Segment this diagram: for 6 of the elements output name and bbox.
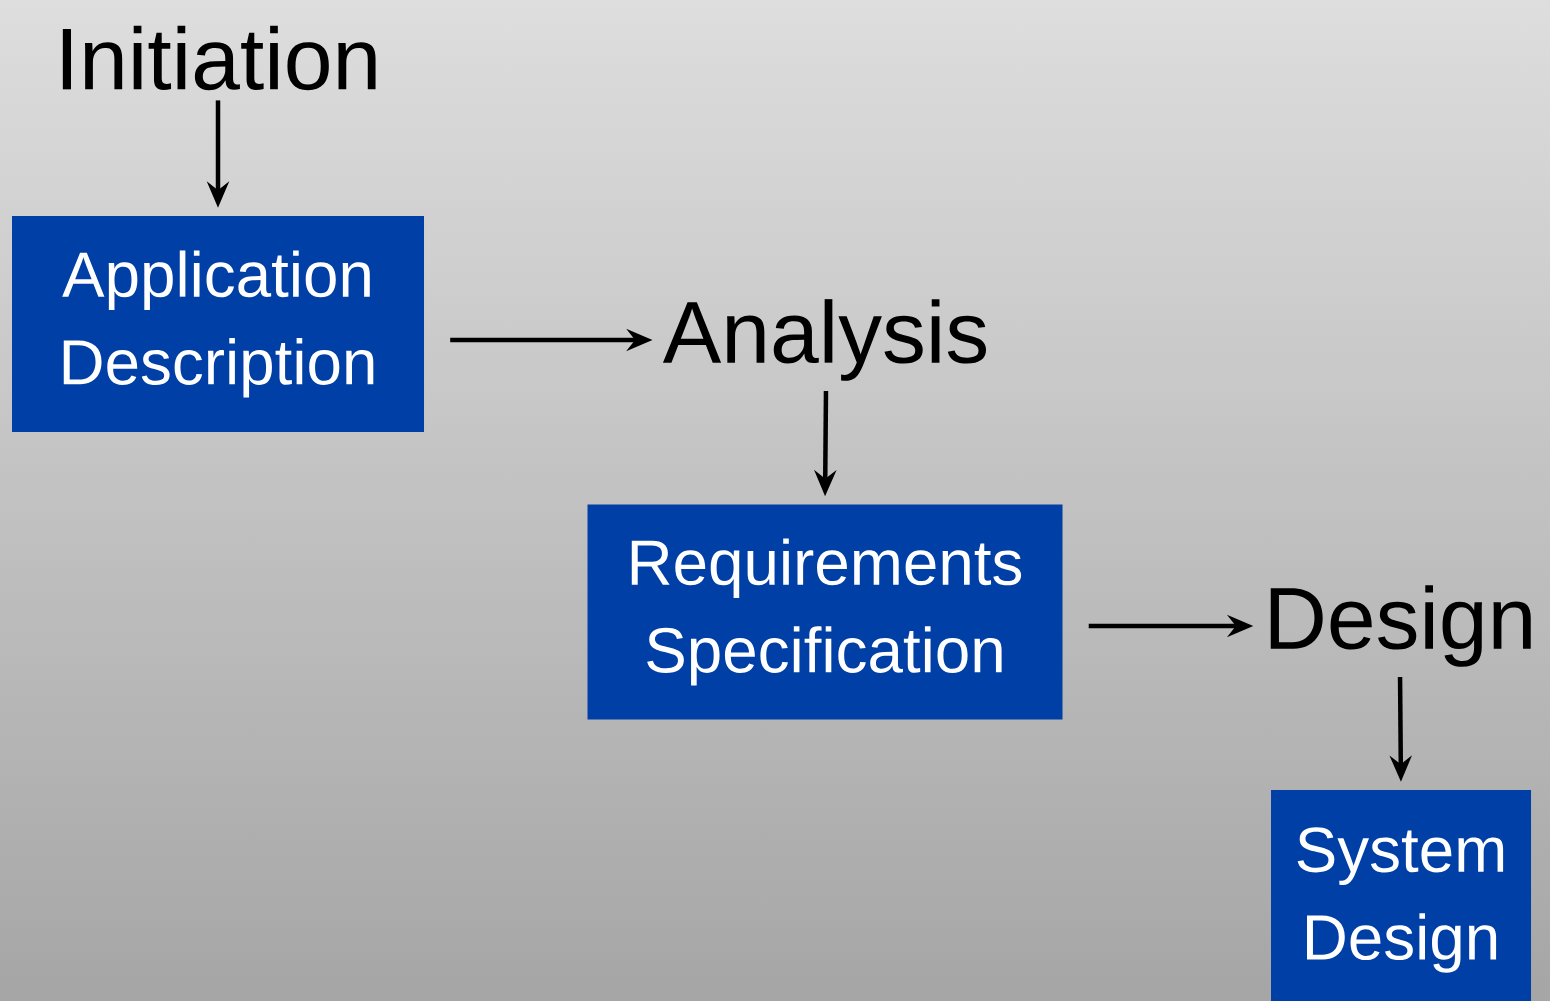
- stage-label: Initiation: [62, 25, 376, 91]
- process-box: Requirements Specification: [587, 504, 1063, 720]
- process-box: Application Description: [12, 216, 424, 432]
- process-box: System Design: [1271, 790, 1531, 1001]
- stage-label: Analysis: [662, 299, 986, 381]
- stage-label: Design: [1270, 585, 1531, 667]
